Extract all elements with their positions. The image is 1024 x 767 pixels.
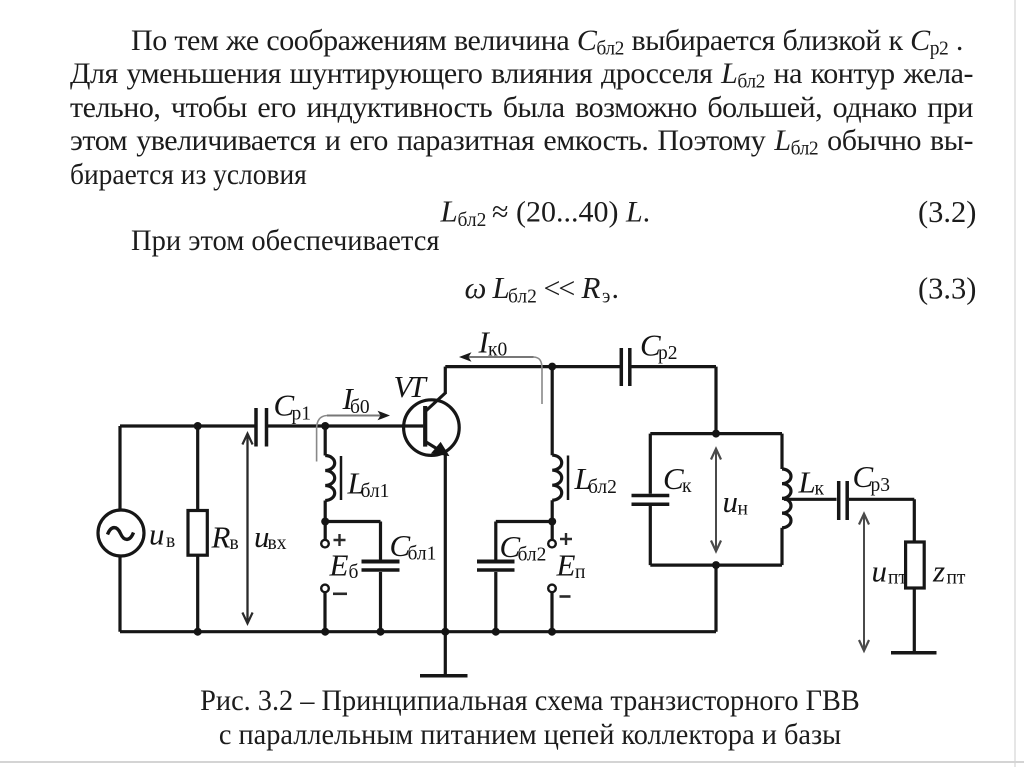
svg-text:ω: ω (465, 270, 487, 305)
svg-text:э: э (602, 287, 610, 308)
svg-text:u: u (723, 484, 739, 519)
svg-text:бл1: бл1 (361, 481, 390, 502)
svg-text:(3.3): (3.3) (918, 272, 976, 306)
svg-text:к: к (682, 476, 692, 497)
svg-text:б: б (349, 562, 359, 583)
svg-text:к: к (815, 479, 825, 500)
svg-text:р1: р1 (292, 404, 312, 425)
svg-text:C: C (663, 461, 684, 496)
svg-text:L: L (492, 270, 510, 305)
svg-text:.: . (612, 272, 620, 305)
svg-text:I: I (342, 381, 355, 416)
svg-text:р2: р2 (658, 343, 678, 364)
svg-text:<<: << (544, 272, 575, 305)
svg-text:C: C (640, 328, 661, 363)
svg-text:бл2: бл2 (508, 287, 537, 308)
svg-text:≈ (20...40) L.: ≈ (20...40) L. (492, 196, 650, 229)
svg-text:бл1: бл1 (408, 544, 437, 565)
svg-text:L: L (574, 461, 592, 496)
svg-text:бл2: бл2 (518, 545, 547, 566)
svg-text:E: E (556, 548, 576, 583)
svg-text:R: R (211, 520, 231, 555)
svg-text:(3.2): (3.2) (918, 195, 976, 229)
svg-text:u: u (872, 554, 888, 589)
svg-text:L: L (347, 466, 365, 501)
svg-text:вх: вх (268, 533, 287, 554)
svg-text:VT: VT (394, 369, 429, 404)
svg-text:р3: р3 (871, 475, 891, 496)
svg-text:z: z (932, 554, 945, 589)
svg-text:пт: пт (888, 568, 907, 589)
svg-text:C: C (853, 459, 874, 494)
svg-text:п: п (575, 562, 585, 583)
svg-text:бл2: бл2 (588, 477, 617, 498)
svg-text:C: C (390, 528, 411, 563)
svg-text:б0: б0 (350, 397, 370, 418)
svg-text:C: C (500, 529, 521, 564)
svg-text:R: R (581, 270, 601, 305)
svg-text:L: L (440, 194, 458, 229)
svg-text:бл2: бл2 (458, 210, 487, 231)
svg-text:C: C (274, 388, 295, 423)
svg-text:пт: пт (947, 568, 966, 589)
svg-text:u: u (254, 519, 270, 554)
svg-text:I: I (478, 325, 491, 360)
svg-text:в: в (166, 531, 175, 552)
svg-text:к0: к0 (488, 340, 507, 361)
svg-text:E: E (329, 548, 349, 583)
svg-text:u: u (149, 517, 165, 552)
svg-text:в: в (230, 533, 239, 554)
svg-text:L: L (798, 465, 816, 500)
svg-text:н: н (738, 499, 748, 520)
